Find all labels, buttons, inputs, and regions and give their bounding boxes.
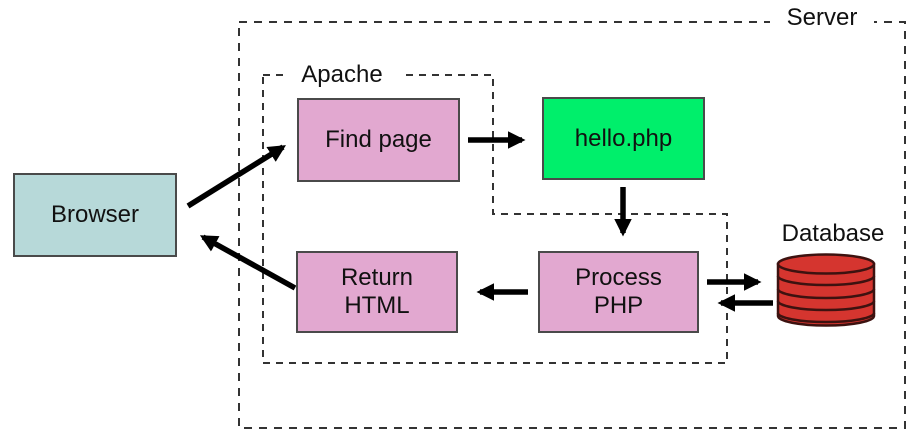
browser-node: Browser: [13, 173, 177, 257]
find-page-node: Find page: [297, 98, 460, 182]
database-label: Database: [781, 220, 885, 247]
apache-zone-label: Apache: [283, 62, 401, 88]
return-html-node: Return HTML: [296, 251, 458, 333]
arrow-return-html-to-browser: [199, 234, 297, 291]
server-zone-label: Server: [770, 5, 874, 31]
hello-php-node: hello.php: [542, 97, 705, 180]
apache-boundary: [262, 74, 728, 364]
arrow-browser-to-find-page: [186, 144, 286, 209]
database-icon: [776, 253, 876, 327]
process-php-node: Process PHP: [538, 251, 699, 333]
server-boundary: [238, 21, 906, 429]
